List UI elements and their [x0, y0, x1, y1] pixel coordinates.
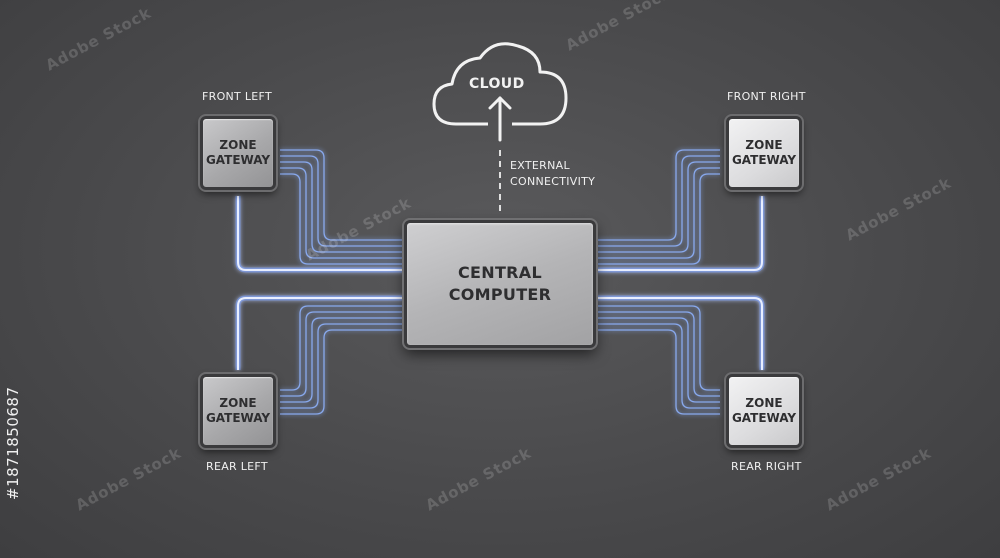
stock-id: #1871850687 [4, 386, 22, 500]
zone-gateway-label: ZONE GATEWAY [731, 138, 797, 167]
trace-rear-left-main [235, 295, 404, 370]
trace-rear-right-main [596, 295, 765, 370]
zone-gateway-label: ZONE GATEWAY [205, 396, 271, 425]
zone-gateway-front-left: ZONE GATEWAY [198, 114, 278, 192]
zone-gateway-rear-left: ZONE GATEWAY [198, 372, 278, 450]
zone-gateway-label: ZONE GATEWAY [205, 138, 271, 167]
trace-rear-right-bundle [596, 305, 720, 415]
zone-gateway-rear-right: ZONE GATEWAY [724, 372, 804, 450]
trace-front-left-main [235, 196, 404, 273]
external-connectivity-label: EXTERNAL CONNECTIVITY [510, 159, 596, 188]
front-right-label: FRONT RIGHT [727, 90, 806, 103]
zone-gateway-front-right: ZONE GATEWAY [724, 114, 804, 192]
central-computer: CENTRAL COMPUTER [402, 218, 598, 350]
trace-front-right-main [596, 196, 765, 273]
cloud-icon [432, 42, 568, 126]
cloud-label: CLOUD [469, 76, 525, 92]
zone-gateway-label: ZONE GATEWAY [731, 396, 797, 425]
trace-front-right-bundle [596, 149, 720, 265]
trace-rear-left-bundle [280, 305, 404, 415]
rear-left-label: REAR LEFT [206, 460, 268, 473]
central-computer-label: CENTRAL COMPUTER [448, 263, 552, 304]
front-left-label: FRONT LEFT [202, 90, 273, 103]
trace-front-left-bundle [280, 149, 404, 265]
upload-arrow-icon [488, 96, 512, 142]
rear-right-label: REAR RIGHT [731, 460, 802, 473]
